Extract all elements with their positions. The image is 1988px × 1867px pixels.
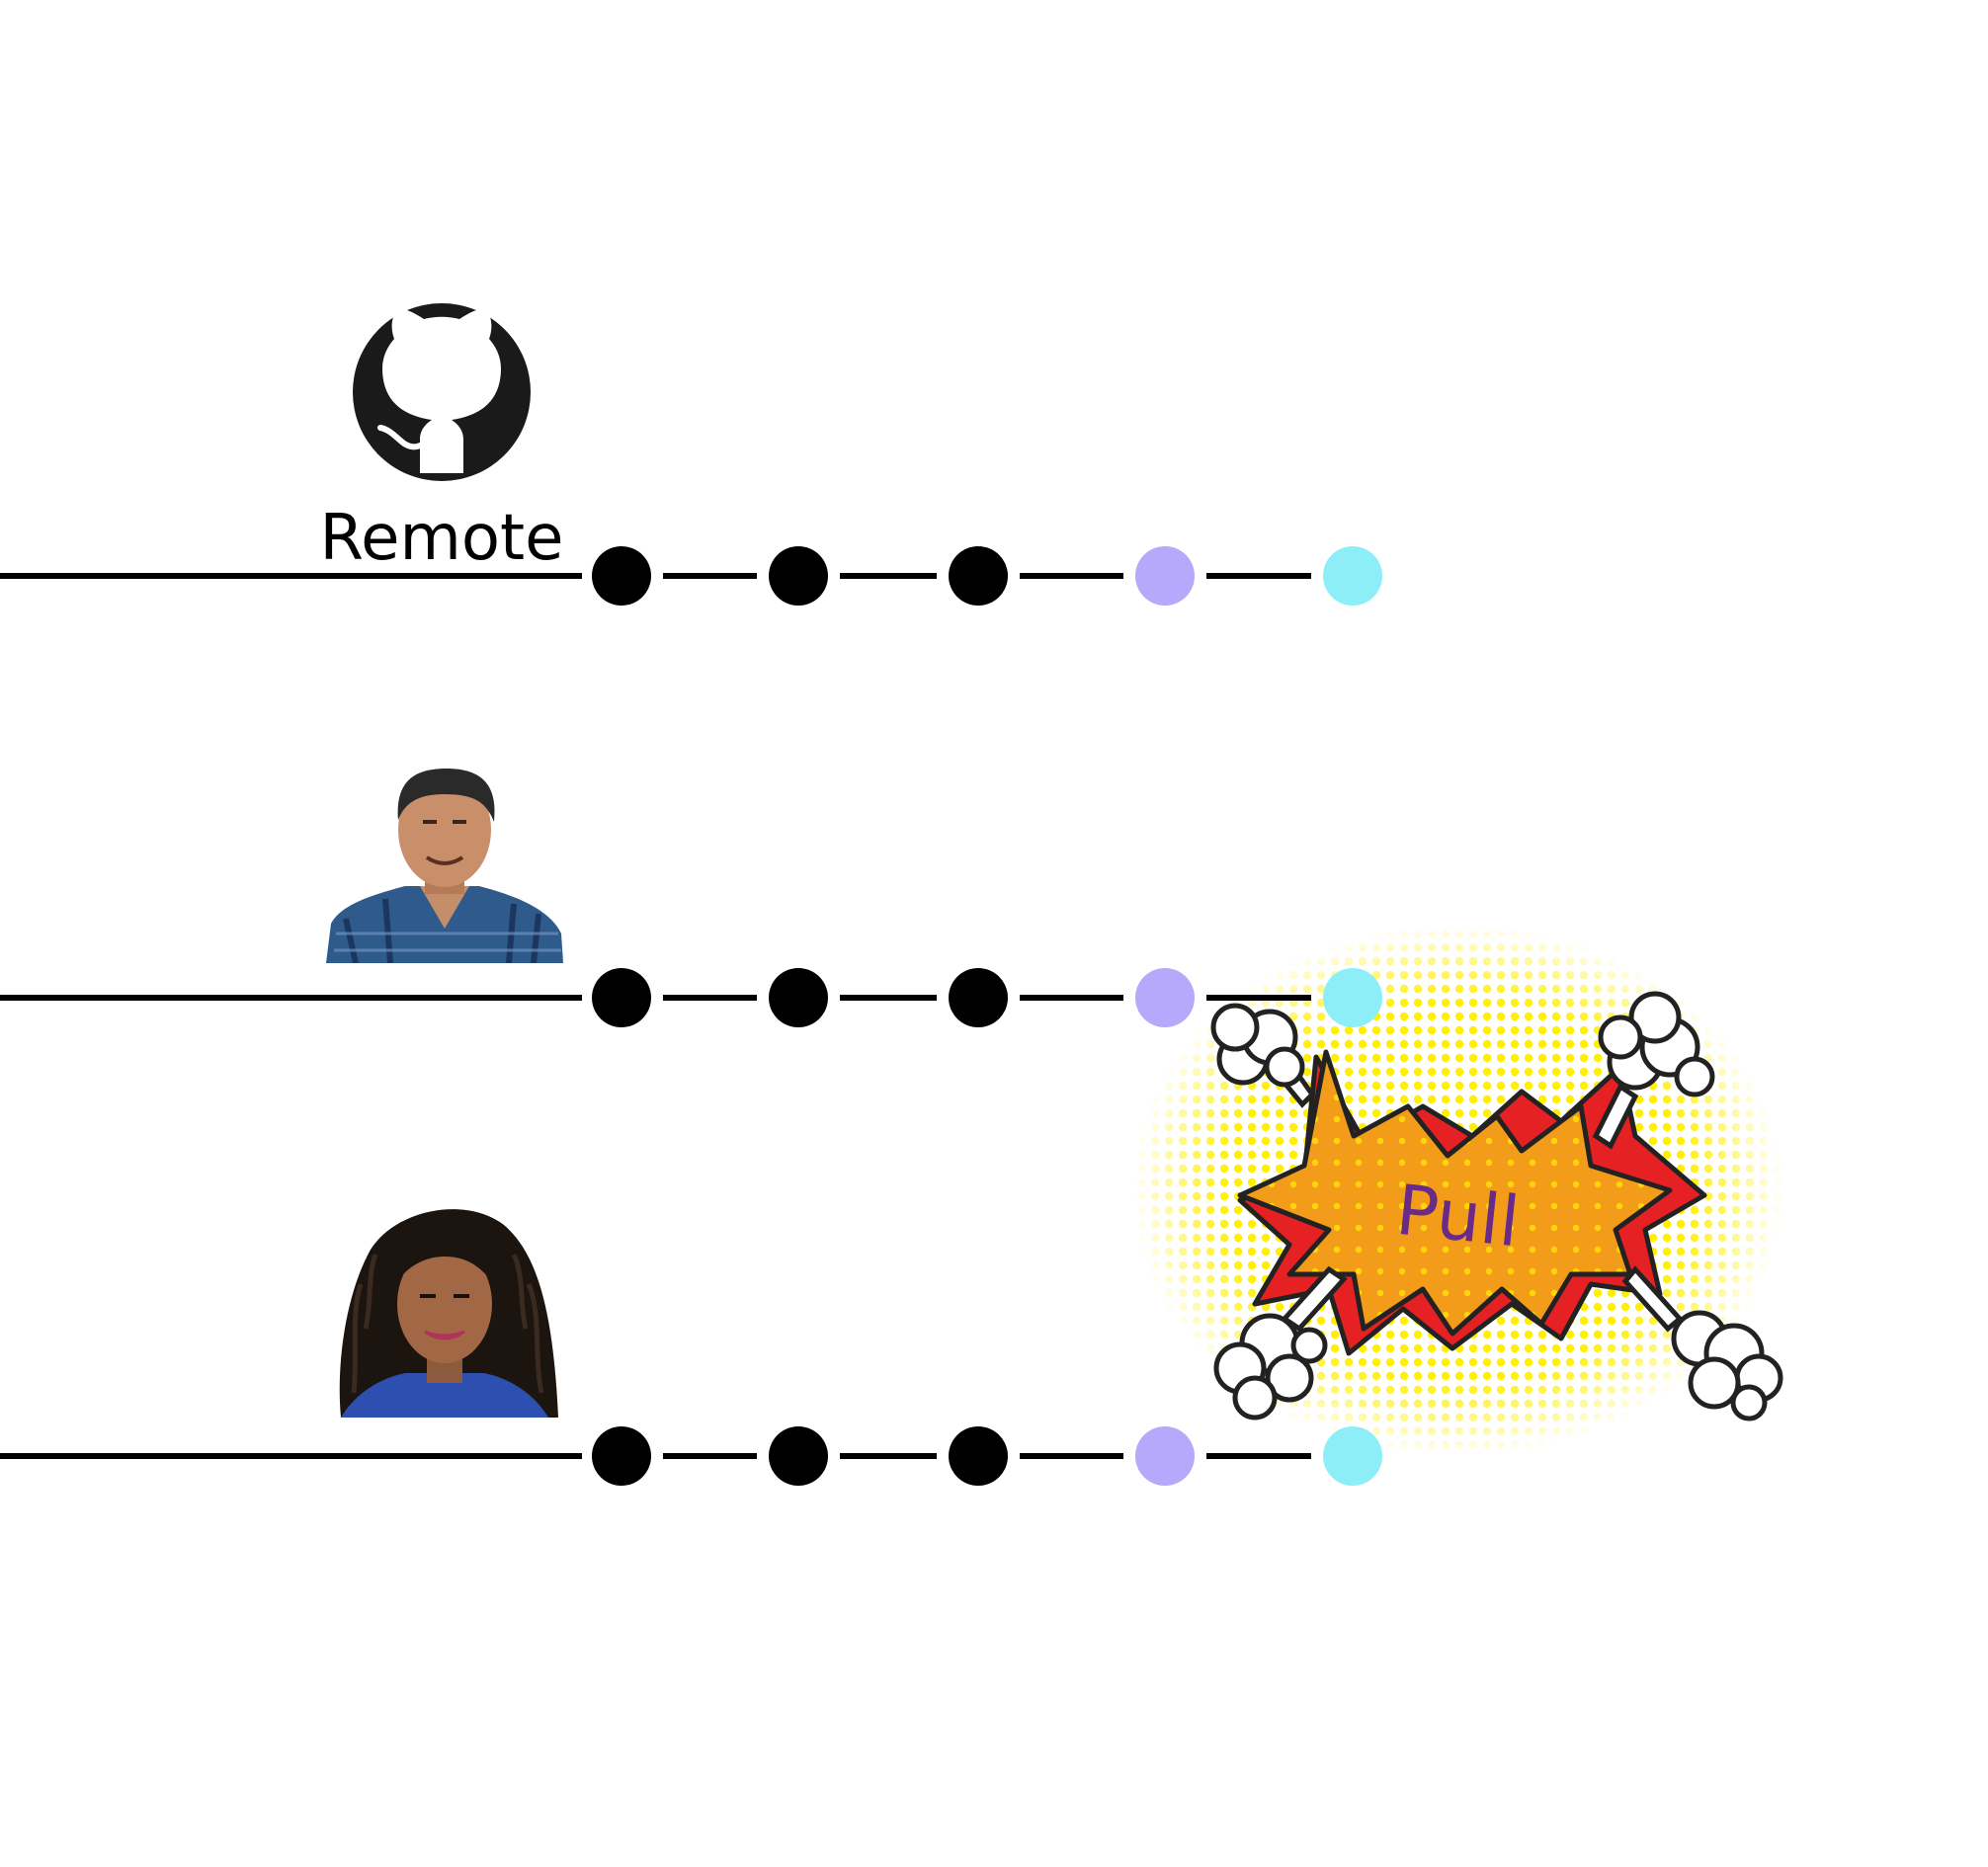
man-avatar (326, 766, 563, 963)
pull-label: Pull (1392, 1170, 1523, 1263)
timeline-person-2 (0, 1426, 1382, 1486)
commit-node-cyan (1323, 1426, 1382, 1486)
commit-node-black (769, 546, 828, 606)
commit-node-black (592, 546, 651, 606)
github-icon (353, 303, 531, 481)
commit-node-black (769, 1426, 828, 1486)
commit-node-black (592, 1426, 651, 1486)
commit-node-purple (1135, 1426, 1195, 1486)
commit-node-black (949, 968, 1008, 1027)
remote-header: Remote (320, 303, 564, 575)
woman-avatar (326, 1180, 563, 1418)
commit-node-cyan (1323, 968, 1382, 1027)
timeline-remote (0, 546, 1382, 606)
commit-node-black (769, 968, 828, 1027)
commit-node-purple (1135, 546, 1195, 606)
commit-node-black (592, 968, 651, 1027)
commit-node-black (949, 1426, 1008, 1486)
smoke-puff-top-left (1210, 1003, 1316, 1108)
commit-node-purple (1135, 968, 1195, 1027)
remote-label: Remote (320, 502, 564, 575)
commit-node-black (949, 546, 1008, 606)
commit-timelines (0, 546, 1382, 1486)
burst-orange-layer (1237, 1049, 1673, 1337)
timeline-person-1 (0, 968, 1382, 1027)
smoke-puff-bottom-right (1621, 1265, 1783, 1421)
smoke-puff-top-right (1592, 991, 1715, 1150)
commit-node-cyan (1323, 546, 1382, 606)
pull-burst: Pull (1107, 919, 1808, 1462)
smoke-puff-bottom-left (1213, 1265, 1348, 1421)
